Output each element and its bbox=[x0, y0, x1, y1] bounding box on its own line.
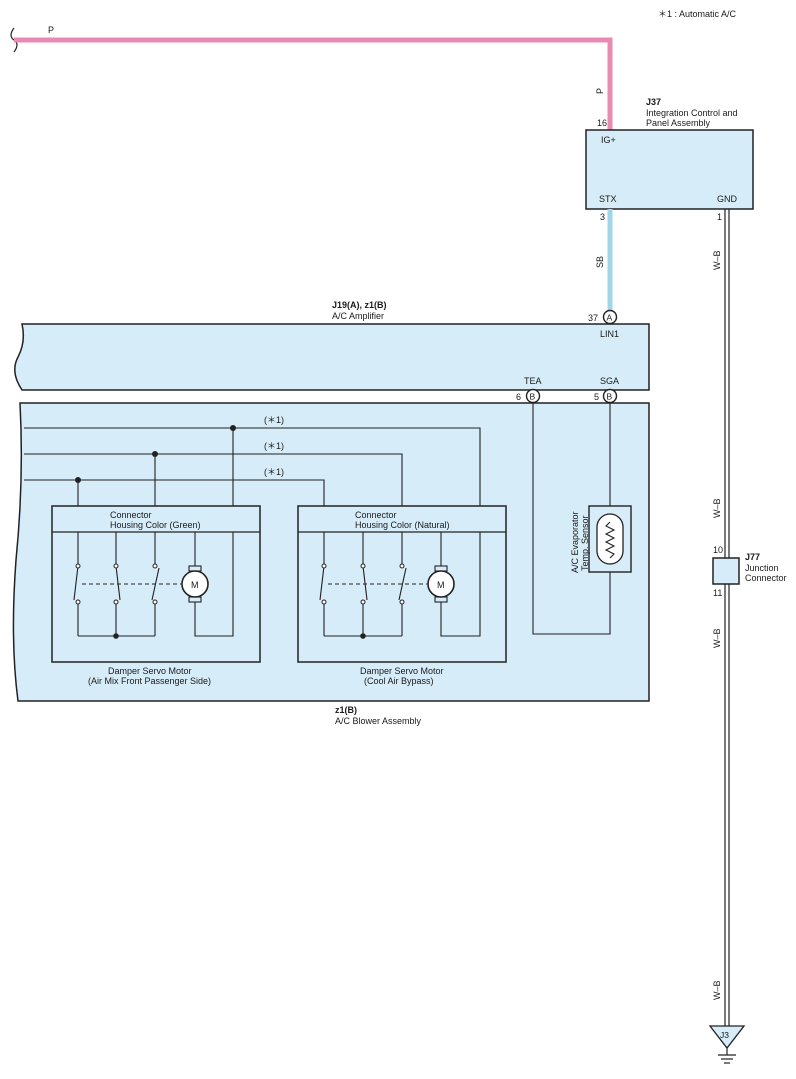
amplifier-label-tea: TEA bbox=[524, 376, 542, 386]
j77-name-line1: Junction bbox=[745, 563, 779, 573]
amplifier-pin-tea: 6 bbox=[516, 392, 521, 402]
amplifier-pin-lin1: 37 bbox=[588, 313, 598, 323]
thermistor-icon bbox=[596, 513, 624, 565]
wire-label-wb-4: W–B bbox=[712, 980, 722, 1000]
amplifier-label-lin1: LIN1 bbox=[600, 329, 619, 339]
wire-wb-lower bbox=[724, 584, 730, 1026]
note-automatic-ac: ＊1 : Automatic A/C bbox=[658, 9, 737, 19]
j37-code: J37 bbox=[646, 97, 661, 107]
servo-left-name-line1: Damper Servo Motor bbox=[108, 666, 192, 676]
j37-label-stx: STX bbox=[599, 194, 617, 204]
j37-name-line2: Panel Assembly bbox=[646, 118, 711, 128]
motor-icon bbox=[181, 565, 209, 603]
servo-left-motor-label: M bbox=[191, 580, 199, 590]
wire-label-wb-3: W–B bbox=[712, 628, 722, 648]
wire-label-wb-1: W–B bbox=[712, 250, 722, 270]
ground-code: J3 bbox=[720, 1030, 729, 1040]
amplifier-conn-lin1: A bbox=[607, 313, 613, 323]
j77-pin-out: 11 bbox=[713, 588, 722, 598]
j37-label-ig: IG+ bbox=[601, 135, 616, 145]
wire-label-sb: SB bbox=[595, 256, 605, 268]
j37-pin-stx: 3 bbox=[600, 212, 605, 222]
servo-right-motor-label: M bbox=[437, 580, 445, 590]
star-note-1: (＊1) bbox=[264, 415, 284, 425]
wire-label-p-top: P bbox=[48, 25, 54, 35]
servo-right-junction-dot bbox=[360, 633, 366, 639]
j77-code: J77 bbox=[745, 552, 760, 562]
ground-symbol-icon bbox=[718, 1048, 736, 1064]
sensor-label-line1: A/C Evaporator bbox=[570, 511, 580, 573]
j77-pin-in: 10 bbox=[713, 545, 723, 555]
servo-right-contacts bbox=[321, 563, 405, 605]
amplifier-pin-sga: 5 bbox=[594, 392, 599, 402]
servo-right-name-line2: (Cool Air Bypass) bbox=[364, 676, 434, 686]
sensor-label-line2: Temp. Sensor bbox=[580, 515, 590, 571]
j37-name-line1: Integration Control and bbox=[646, 108, 738, 118]
j77-box bbox=[712, 557, 740, 585]
wire-label-wb-2: W–B bbox=[712, 498, 722, 518]
amplifier-label-sga: SGA bbox=[600, 376, 619, 386]
servo-left-connector-line1: Connector bbox=[110, 510, 152, 520]
servo-right-name-line1: Damper Servo Motor bbox=[360, 666, 444, 676]
star-note-2: (＊1) bbox=[264, 441, 284, 451]
servo-left-connector-line2: Housing Color (Green) bbox=[110, 520, 201, 530]
servo-left-name-line2: (Air Mix Front Passenger Side) bbox=[88, 676, 211, 686]
servo-left-switch-circuit bbox=[73, 532, 234, 637]
amplifier-conn-sga: B bbox=[607, 392, 613, 402]
amplifier-conn-tea: B bbox=[530, 392, 536, 402]
ground-triangle bbox=[708, 1025, 746, 1050]
blower-name: A/C Blower Assembly bbox=[335, 716, 422, 726]
servo-right-switch-circuit bbox=[319, 532, 481, 637]
wire-p-pink bbox=[14, 37, 613, 130]
servo-left-junction-dot bbox=[113, 633, 119, 639]
wire-wb-upper bbox=[724, 209, 730, 558]
j37-pin-gnd: 1 bbox=[717, 212, 722, 222]
servo-right-connector-line2: Housing Color (Natural) bbox=[355, 520, 450, 530]
wire-label-p-vertical: P bbox=[595, 88, 605, 94]
connector-a-circle bbox=[602, 309, 618, 325]
motor-icon bbox=[427, 565, 455, 603]
amplifier-code: J19(A), z1(B) bbox=[332, 300, 387, 310]
amplifier-name: A/C Amplifier bbox=[332, 311, 384, 321]
j37-box bbox=[585, 129, 754, 210]
servo-left-contacts bbox=[75, 563, 158, 605]
j37-label-gnd: GND bbox=[717, 194, 738, 204]
amplifier-box bbox=[14, 323, 650, 391]
j37-pin-ig: 16 bbox=[597, 118, 607, 128]
j77-name-line2: Connector bbox=[745, 573, 787, 583]
servo-right-connector-line1: Connector bbox=[355, 510, 397, 520]
star-note-3: (＊1) bbox=[264, 467, 284, 477]
thermistor-zigzag bbox=[604, 521, 616, 559]
junction-dots bbox=[75, 425, 236, 483]
blower-code: z1(B) bbox=[335, 705, 357, 715]
